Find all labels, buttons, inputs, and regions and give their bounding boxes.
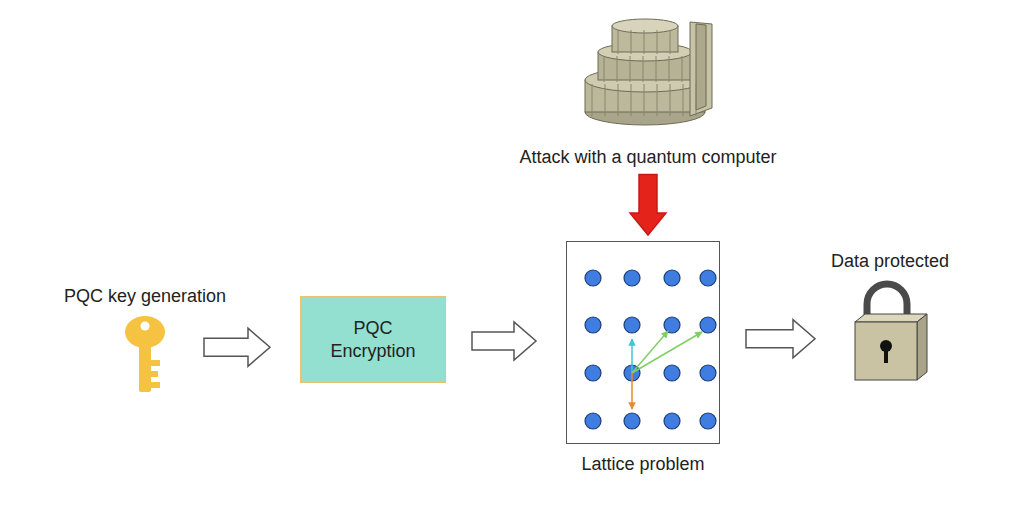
facet-line — [617, 56, 618, 82]
facet-line — [644, 84, 645, 116]
lattice-points — [585, 270, 716, 429]
lattice-point — [624, 413, 640, 429]
lattice-point — [664, 270, 680, 286]
key-node: PQC key generation — [112, 315, 178, 395]
flow-arrow — [204, 328, 270, 366]
lock-node: Data protected — [845, 280, 935, 390]
facet-line — [682, 56, 683, 82]
flow-arrow — [746, 320, 815, 358]
facet-line — [592, 84, 593, 116]
lattice-point — [700, 365, 716, 381]
lattice-point — [585, 413, 601, 429]
process-box: PQC Encryption — [300, 296, 446, 383]
facet-line — [631, 84, 632, 116]
facet-line — [618, 30, 619, 54]
node-label: PQC key generation — [64, 285, 226, 308]
lattice-point — [700, 270, 716, 286]
facet-line — [618, 84, 619, 116]
node-label: Lattice problem — [581, 453, 704, 476]
facet-line — [657, 30, 658, 54]
facet-line — [630, 56, 631, 82]
facet-line — [605, 84, 606, 116]
lattice-point — [585, 365, 601, 381]
facet-line — [670, 84, 671, 116]
lattice-point — [585, 270, 601, 286]
attack-arrow — [630, 175, 666, 236]
facet-line — [644, 30, 645, 54]
node-label: Data protected — [831, 250, 949, 273]
lattice-point — [585, 317, 601, 333]
facet-line — [683, 84, 684, 116]
facet-line — [656, 56, 657, 82]
quantum-computer-icon — [585, 19, 712, 125]
facet-line — [604, 56, 605, 82]
facet-line — [643, 56, 644, 82]
node-label: PQC Encryption — [315, 317, 431, 362]
node-label: Attack with a quantum computer — [519, 146, 776, 169]
padlock-icon — [855, 284, 927, 380]
lattice-point — [700, 413, 716, 429]
lattice-point — [700, 317, 716, 333]
facet-line — [696, 84, 697, 116]
lattice-point — [624, 270, 640, 286]
key-icon — [125, 316, 165, 392]
facet-line — [631, 30, 632, 54]
lattice-point — [624, 317, 640, 333]
attacker-node: Attack with a quantum computer — [583, 20, 713, 128]
facet-line — [669, 56, 670, 82]
facet-line — [657, 84, 658, 116]
lattice-point — [664, 413, 680, 429]
lattice-vectors — [632, 331, 702, 409]
lattice-box: Lattice problem — [566, 241, 720, 444]
facet-line — [670, 30, 671, 54]
lattice-point — [664, 365, 680, 381]
flow-arrow — [472, 322, 536, 360]
lattice-point — [664, 317, 680, 333]
